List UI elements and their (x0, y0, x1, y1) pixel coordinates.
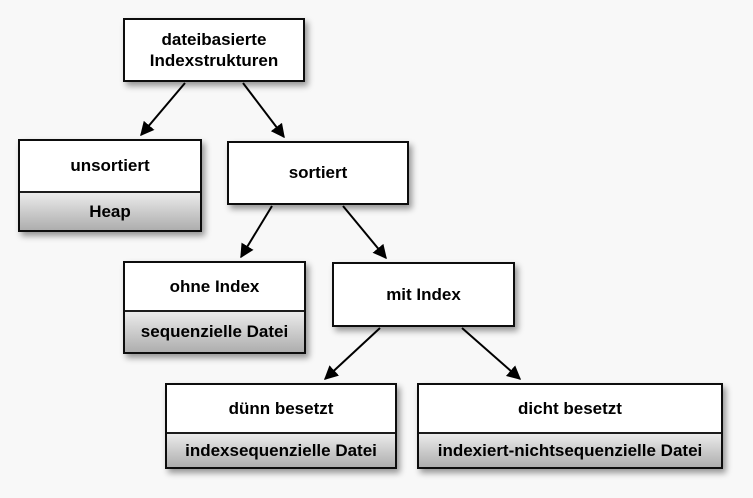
node-sortiert-label: sortiert (288, 163, 348, 183)
arrow-root-to-sortiert (242, 82, 285, 139)
node-dicht-besetzt: dicht besetzt indexiert-nichtsequenziell… (417, 383, 723, 469)
node-mit-index: mit Index (332, 262, 515, 327)
node-dicht-besetzt-sublabel: indexiert-nichtsequenzielle Datei (419, 432, 721, 467)
node-unsortiert: unsortiert Heap (18, 139, 202, 232)
node-unsortiert-label: unsortiert (70, 156, 150, 176)
node-mit-index-label: mit Index (386, 284, 461, 304)
node-ohne-index-label: ohne Index (169, 276, 260, 296)
node-root: dateibasierte Indexstrukturen (123, 18, 305, 82)
node-unsortiert-sublabel: Heap (20, 191, 200, 230)
arrow-sortiert-to-mit-index (342, 205, 387, 260)
node-duenn-besetzt: dünn besetzt indexsequenzielle Datei (165, 383, 397, 469)
arrow-mit-index-to-dicht-besetzt (461, 327, 522, 380)
node-root-label: dateibasierte Indexstrukturen (149, 29, 279, 70)
node-duenn-besetzt-sublabel: indexsequenzielle Datei (167, 432, 395, 467)
arrow-sortiert-to-ohne-index (240, 205, 273, 259)
node-duenn-besetzt-label: dünn besetzt (228, 398, 334, 418)
node-dicht-besetzt-label: dicht besetzt (518, 398, 622, 418)
arrow-root-to-unsortiert (140, 82, 186, 137)
node-ohne-index: ohne Index sequenzielle Datei (123, 261, 306, 354)
node-sortiert: sortiert (227, 141, 409, 205)
arrow-mit-index-to-duenn-besetzt (323, 327, 381, 380)
node-ohne-index-sublabel: sequenzielle Datei (125, 310, 304, 352)
